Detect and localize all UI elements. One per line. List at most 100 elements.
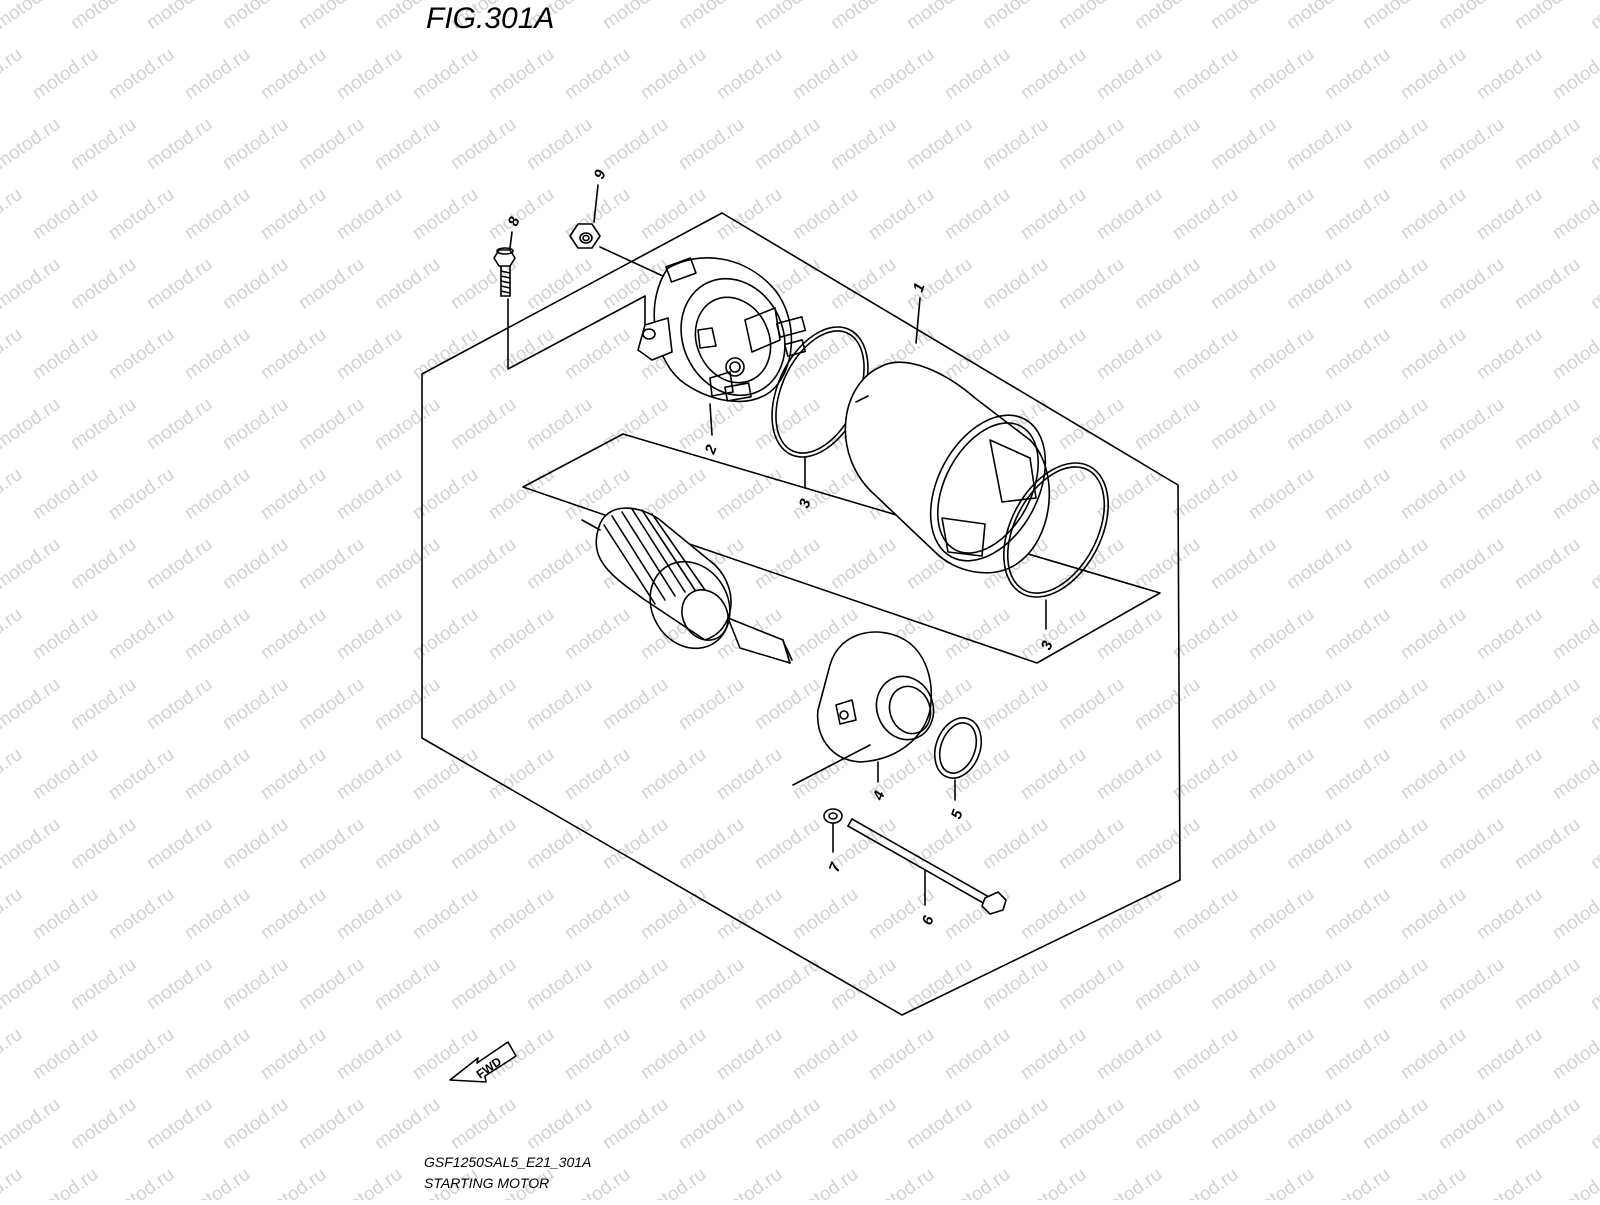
watermark-text: motod.ru — [1017, 44, 1090, 104]
watermark-text: motod.ru — [789, 1024, 862, 1084]
watermark-text: motod.ru — [1549, 884, 1600, 944]
watermark-text: motod.ru — [1435, 814, 1508, 874]
watermark-text: motod.ru — [67, 0, 140, 34]
watermark-text: motod.ru — [1435, 114, 1508, 174]
watermark-text: motod.ru — [485, 884, 558, 944]
watermark-text: motod.ru — [637, 1164, 710, 1200]
watermark-text: motod.ru — [751, 0, 824, 34]
watermark-text: motod.ru — [447, 954, 520, 1014]
watermark-text: motod.ru — [675, 1094, 748, 1154]
watermark-text: motod.ru — [941, 324, 1014, 384]
watermark-text: motod.ru — [827, 954, 900, 1014]
watermark-text: motod.ru — [105, 184, 178, 244]
watermark-text: motod.ru — [751, 674, 824, 734]
watermark-text: motod.ru — [1017, 1164, 1090, 1200]
watermark-text: motod.ru — [295, 114, 368, 174]
watermark-text: motod.ru — [789, 44, 862, 104]
fwd-arrow-shape — [449, 1041, 517, 1083]
watermark-text: motod.ru — [599, 0, 672, 34]
watermark-text: motod.ru — [599, 1094, 672, 1154]
watermark-text: motod.ru — [181, 604, 254, 664]
watermark-text: motod.ru — [1169, 44, 1242, 104]
watermark-text: motod.ru — [67, 954, 140, 1014]
watermark-text: motod.ru — [599, 114, 672, 174]
watermark-text: motod.ru — [409, 44, 482, 104]
watermark-text: motod.ru — [0, 674, 64, 734]
watermark-text: motod.ru — [561, 884, 634, 944]
watermark-text: motod.ru — [751, 394, 824, 454]
watermark-text: motod.ru — [67, 814, 140, 874]
watermark-text: motod.ru — [1283, 254, 1356, 314]
watermark-text: motod.ru — [485, 44, 558, 104]
watermark-text: motod.ru — [1549, 184, 1600, 244]
watermark-text: motod.ru — [1245, 744, 1318, 804]
watermark-text: motod.ru — [1131, 814, 1204, 874]
watermark-text: motod.ru — [1093, 44, 1166, 104]
watermark-text: motod.ru — [713, 1024, 786, 1084]
watermark-text: motod.ru — [0, 394, 64, 454]
watermark-text: motod.ru — [29, 1164, 102, 1200]
watermark-text: motod.ru — [1359, 534, 1432, 594]
watermark-text: motod.ru — [105, 884, 178, 944]
watermark-text: motod.ru — [0, 1094, 64, 1154]
watermark-text: motod.ru — [485, 324, 558, 384]
watermark-text: motod.ru — [1435, 394, 1508, 454]
watermark-text: motod.ru — [0, 44, 26, 104]
watermark-text: motod.ru — [1549, 1164, 1600, 1200]
watermark-text: motod.ru — [1359, 674, 1432, 734]
watermark-text: motod.ru — [1207, 954, 1280, 1014]
watermark-text: motod.ru — [561, 44, 634, 104]
watermark-text: motod.ru — [105, 464, 178, 524]
watermark-text: motod.ru — [637, 44, 710, 104]
watermark-text: motod.ru — [1245, 604, 1318, 664]
watermark-text: motod.ru — [1207, 1094, 1280, 1154]
watermark-text: motod.ru — [295, 814, 368, 874]
watermark-text: motod.ru — [0, 534, 64, 594]
watermark-text: motod.ru — [1169, 464, 1242, 524]
watermark-text: motod.ru — [1207, 114, 1280, 174]
part-3-o-ring-lower — [1003, 462, 1109, 598]
watermark-text: motod.ru — [409, 464, 482, 524]
watermark-text: motod.ru — [1549, 1024, 1600, 1084]
watermark-text: motod.ru — [1473, 744, 1546, 804]
watermark-text: motod.ru — [1587, 254, 1600, 314]
watermark-text: motod.ru — [371, 254, 444, 314]
callout-2: 2 — [701, 442, 720, 457]
watermark-text: motod.ru — [333, 604, 406, 664]
watermark-text: motod.ru — [143, 0, 216, 34]
watermark-text: motod.ru — [827, 1094, 900, 1154]
watermark-text: motod.ru — [295, 0, 368, 34]
watermark-text: motod.ru — [1017, 324, 1090, 384]
watermark-text: motod.ru — [523, 1094, 596, 1154]
watermark-text: motod.ru — [181, 1164, 254, 1200]
watermark-text: motod.ru — [29, 44, 102, 104]
watermark-text: motod.ru — [523, 534, 596, 594]
watermark-text: motod.ru — [1055, 0, 1128, 34]
watermark-text: motod.ru — [1131, 254, 1204, 314]
watermark-text: motod.ru — [1245, 464, 1318, 524]
watermark-text: motod.ru — [561, 744, 634, 804]
watermark-text: motod.ru — [67, 534, 140, 594]
watermark-text: motod.ru — [865, 184, 938, 244]
watermark-text: motod.ru — [295, 954, 368, 1014]
watermark-text: motod.ru — [257, 184, 330, 244]
watermark-text: motod.ru — [1131, 1094, 1204, 1154]
watermark-text: motod.ru — [485, 184, 558, 244]
watermark-text: motod.ru — [371, 394, 444, 454]
watermark-text: motod.ru — [1397, 884, 1470, 944]
watermark-text: motod.ru — [523, 954, 596, 1014]
watermark-text: motod.ru — [1473, 884, 1546, 944]
watermark-text: motod.ru — [1093, 1164, 1166, 1200]
watermark-text: motod.ru — [485, 604, 558, 664]
watermark-text: motod.ru — [0, 114, 64, 174]
watermark-text: motod.ru — [29, 884, 102, 944]
watermark-text: motod.ru — [751, 1094, 824, 1154]
watermark-text: motod.ru — [447, 674, 520, 734]
watermark-text: motod.ru — [1093, 184, 1166, 244]
watermark-text: motod.ru — [1473, 464, 1546, 524]
watermark-text: motod.ru — [865, 884, 938, 944]
watermark-text: motod.ru — [637, 744, 710, 804]
watermark-text: motod.ru — [1587, 534, 1600, 594]
